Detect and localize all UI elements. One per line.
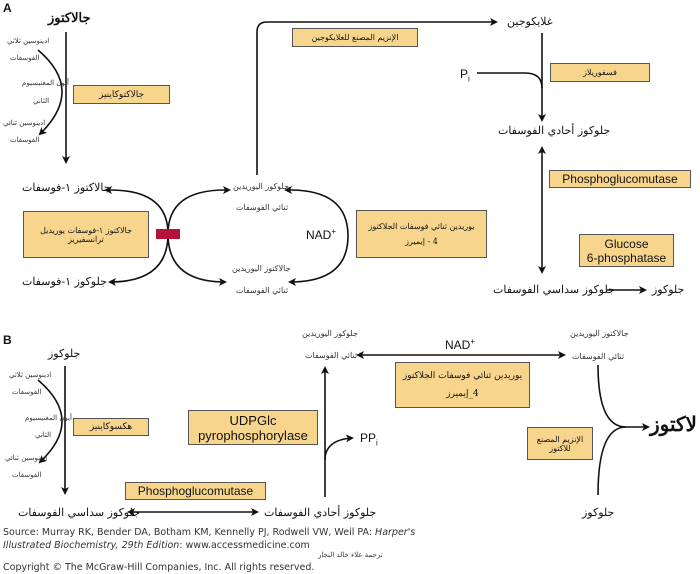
adp-label-1: ادينوسين ثنائي — [3, 119, 46, 127]
ppi-label: PPi — [360, 432, 378, 447]
phosphorylase-box: فسفوريلاز — [550, 63, 650, 82]
galactokinase-box: جالاكتوكاينيز — [73, 85, 170, 104]
lactose-label: لاكتوز — [650, 412, 697, 436]
udp-galactose-label-1: جالاكتوز اليوريدين — [232, 264, 291, 273]
glucose-label-a: جلوكوز — [652, 283, 685, 296]
epimerase-box: يوريدين ثنائي فوسفات الجلاكتوز 4 - إيمير… — [356, 210, 487, 258]
nad-b-label: NAD+ — [445, 337, 476, 352]
udp-glucose-label-1: جلوكوز اليوريدين — [233, 182, 289, 191]
atp-label-2: الفوسفات — [10, 54, 40, 62]
adp-b-label-1: ادينوسين ثنائي — [5, 454, 48, 462]
pi-sub: i — [468, 74, 470, 84]
block-marker — [156, 229, 180, 239]
atp-label-1: ادينوسين ثلاثي — [7, 37, 50, 45]
lactose-synthase-line-2: للاكتوز — [549, 443, 571, 453]
mg-label-2: الثاني — [33, 97, 50, 105]
source-line-1: Source: Murray RK, Bender DA, Botham KM,… — [3, 528, 415, 538]
epimerase-b-box: يوريدين ثنائي فوسفات الجلاكتوز 4_إيميرز — [395, 362, 530, 408]
lactose-synthase-box: الإنزيم المصنع للاكتوز — [527, 427, 593, 460]
g6pase-line-1: Glucose — [604, 236, 649, 251]
glucose-1-phosphate-b-label: جلوكوز أحادي الفوسفات — [264, 506, 377, 519]
udpglc-pyrophosphorylase-box: UDPGlc pyrophosphorylase — [188, 410, 318, 445]
source-title-2: Illustrated Biochemistry, 29th Edition — [3, 540, 180, 551]
pi-label: Pi — [460, 68, 470, 83]
source-title-1: Harper's — [375, 527, 416, 538]
transferase-box: جالاكتوز ١-فوسفات يوريديل ترانسفيريز — [23, 211, 149, 258]
nad-text: NAD — [306, 228, 332, 242]
phosphoglucomutase-box-a: Phosphoglucomutase — [549, 170, 691, 188]
epimerase-b-line-2: 4_إيميرز — [446, 389, 479, 399]
nad-b-text: NAD — [445, 338, 471, 352]
lactose-synthase-line-1: الإنزيم المصنع — [536, 434, 584, 444]
udp-galactose-b-label-1: جالاكتوز اليوريدين — [570, 329, 629, 338]
epimerase-line-2: 4 - إيميرز — [405, 237, 438, 246]
source-line-2: Illustrated Biochemistry, 29th Edition: … — [3, 541, 310, 551]
source-url: : www.accessmedicine.com — [179, 540, 310, 551]
udp-glucose-label-2: ثنائي الفوسفات — [236, 203, 289, 212]
glucose-6-phosphate-label: جلوكوز سداسي الفوسفات — [493, 283, 615, 296]
udp-galactose-b-label-2: ثنائي الفوسفات — [572, 352, 625, 361]
hexokinase-box: هكسوكاينيز — [73, 418, 149, 436]
glycogen-label: غلايكوجين — [507, 15, 553, 28]
epimerase-line-1: يوريدين ثنائي فوسفات الجلاكتوز — [368, 222, 475, 231]
ppi-text: PP — [360, 431, 377, 445]
nad-b-sup: + — [470, 337, 476, 346]
copyright: Copyright © The McGraw-Hill Companies, I… — [3, 562, 315, 573]
nad-sup: + — [331, 227, 337, 236]
adp-b-label-2: الفوسفات — [12, 471, 42, 479]
galactose-label: جالاكتوز — [48, 11, 91, 26]
mg-b-label-2: الثاني — [35, 431, 52, 439]
udpglc-pp-line-1: UDPGlc — [229, 412, 277, 428]
mg-label-1: أيون المغنيسيوم — [22, 79, 69, 87]
atp-b-label-1: ادينوسين ثلاثي — [9, 371, 52, 379]
glucose-6-phosphatase-box: Glucose 6-phosphatase — [579, 234, 674, 267]
udp-glucose-b-label-2: ثنائي الفوسفات — [305, 351, 358, 360]
epimerase-b-line-1: يوريدين ثنائي فوسفات الجلاكتوز — [402, 371, 523, 381]
source-text: Source: Murray RK, Bender DA, Botham KM,… — [3, 527, 376, 538]
glucose-1-phosphate-label: جلوكوز ١-فوسفات — [22, 275, 107, 288]
glucose-label-b: جلوكوز — [48, 347, 81, 360]
adp-label-2: الفوسفات — [10, 136, 40, 144]
panel-a-label: A — [3, 1, 12, 15]
g6pase-line-2: 6-phosphatase — [586, 250, 667, 265]
mg-b-label-1: أيون المغنيسيوم — [25, 414, 72, 422]
ppi-sub: i — [376, 438, 378, 448]
glucose-6-phosphate-b-label: جلوكوز سداسي الفوسفات — [18, 506, 140, 519]
udp-galactose-label-2: ثنائي الفوسفات — [236, 286, 289, 295]
glucose-1-phosphate-a-label: جلوكوز أحادي الفوسفات — [498, 124, 611, 137]
atp-b-label-2: الفوسفات — [12, 388, 42, 396]
glucose-b2-label: جلوكوز — [582, 506, 615, 519]
pi-text: P — [460, 67, 469, 81]
phosphoglucomutase-box-b: Phosphoglucomutase — [125, 482, 266, 500]
udpglc-pp-line-2: pyrophosphorylase — [198, 427, 308, 443]
translator-credit: ترجمة علاء خالد النجار — [318, 551, 383, 559]
panel-b-label: B — [3, 333, 12, 347]
udp-glucose-b-label-1: جلوكوز اليوريدين — [302, 329, 358, 338]
nad-label: NAD+ — [306, 227, 337, 242]
glycogen-synthase-box: الإنزيم المصنع للغلايكوجين — [292, 28, 418, 47]
galactose-1-phosphate-label: جالاكتوز ١-فوسفات — [22, 181, 111, 194]
